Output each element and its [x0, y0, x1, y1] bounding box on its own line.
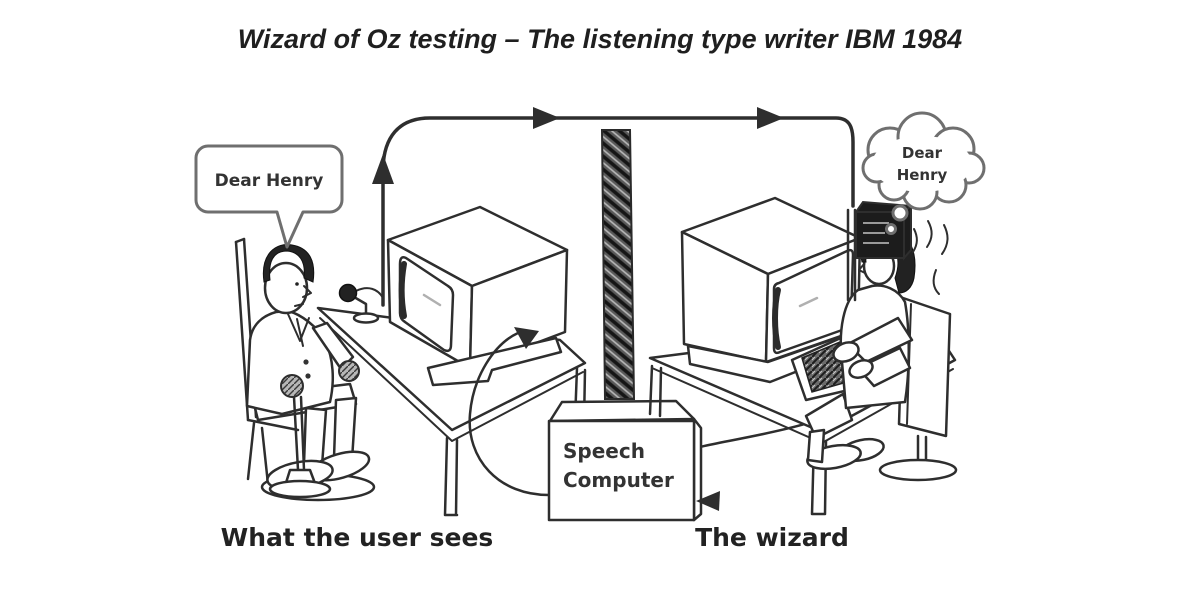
wizard-figure	[804, 228, 916, 471]
hand	[832, 341, 860, 363]
speech-computer-box: Speech Computer	[547, 399, 703, 522]
arrowhead-right-icon	[533, 107, 560, 129]
microphone-icon	[338, 283, 384, 324]
sound-waves-icon	[912, 220, 949, 295]
wizard-monitor	[680, 196, 862, 384]
wizard-chair	[878, 296, 958, 482]
hair	[262, 244, 315, 283]
arrowhead-left-icon	[514, 327, 539, 349]
thought-bubble-text-line2: Henry	[897, 166, 948, 184]
thought-bubble: Dear Henry	[861, 111, 986, 235]
crt-screen	[398, 256, 455, 353]
computer-to-monitor-wire	[468, 327, 553, 497]
jacket	[245, 309, 335, 416]
arrowhead-into-computer-icon	[696, 491, 720, 511]
arrowhead-up-icon	[372, 154, 394, 184]
floor-microphone-icon	[268, 374, 332, 499]
user-figure	[245, 244, 376, 502]
speech-computer-label-line2: Computer	[563, 468, 674, 492]
speech-bubble-text: Dear Henry	[215, 171, 324, 191]
diagram-title: Wizard of Oz testing – The listening typ…	[238, 24, 962, 54]
voice-flow-arrow	[372, 107, 855, 307]
divider-wall	[600, 129, 636, 400]
speech-bubble: Dear Henry	[194, 144, 344, 249]
hand	[338, 360, 360, 382]
thought-bubble-text-line1: Dear	[902, 144, 943, 162]
arrowhead-right-icon	[757, 107, 784, 129]
speech-computer-label-line1: Speech	[563, 439, 645, 463]
hand	[848, 359, 874, 379]
caption-user-side: What the user sees	[221, 523, 494, 552]
monitor-base	[426, 336, 563, 387]
user-monitor	[386, 205, 569, 387]
caption-wizard-side: The wizard	[695, 523, 849, 552]
